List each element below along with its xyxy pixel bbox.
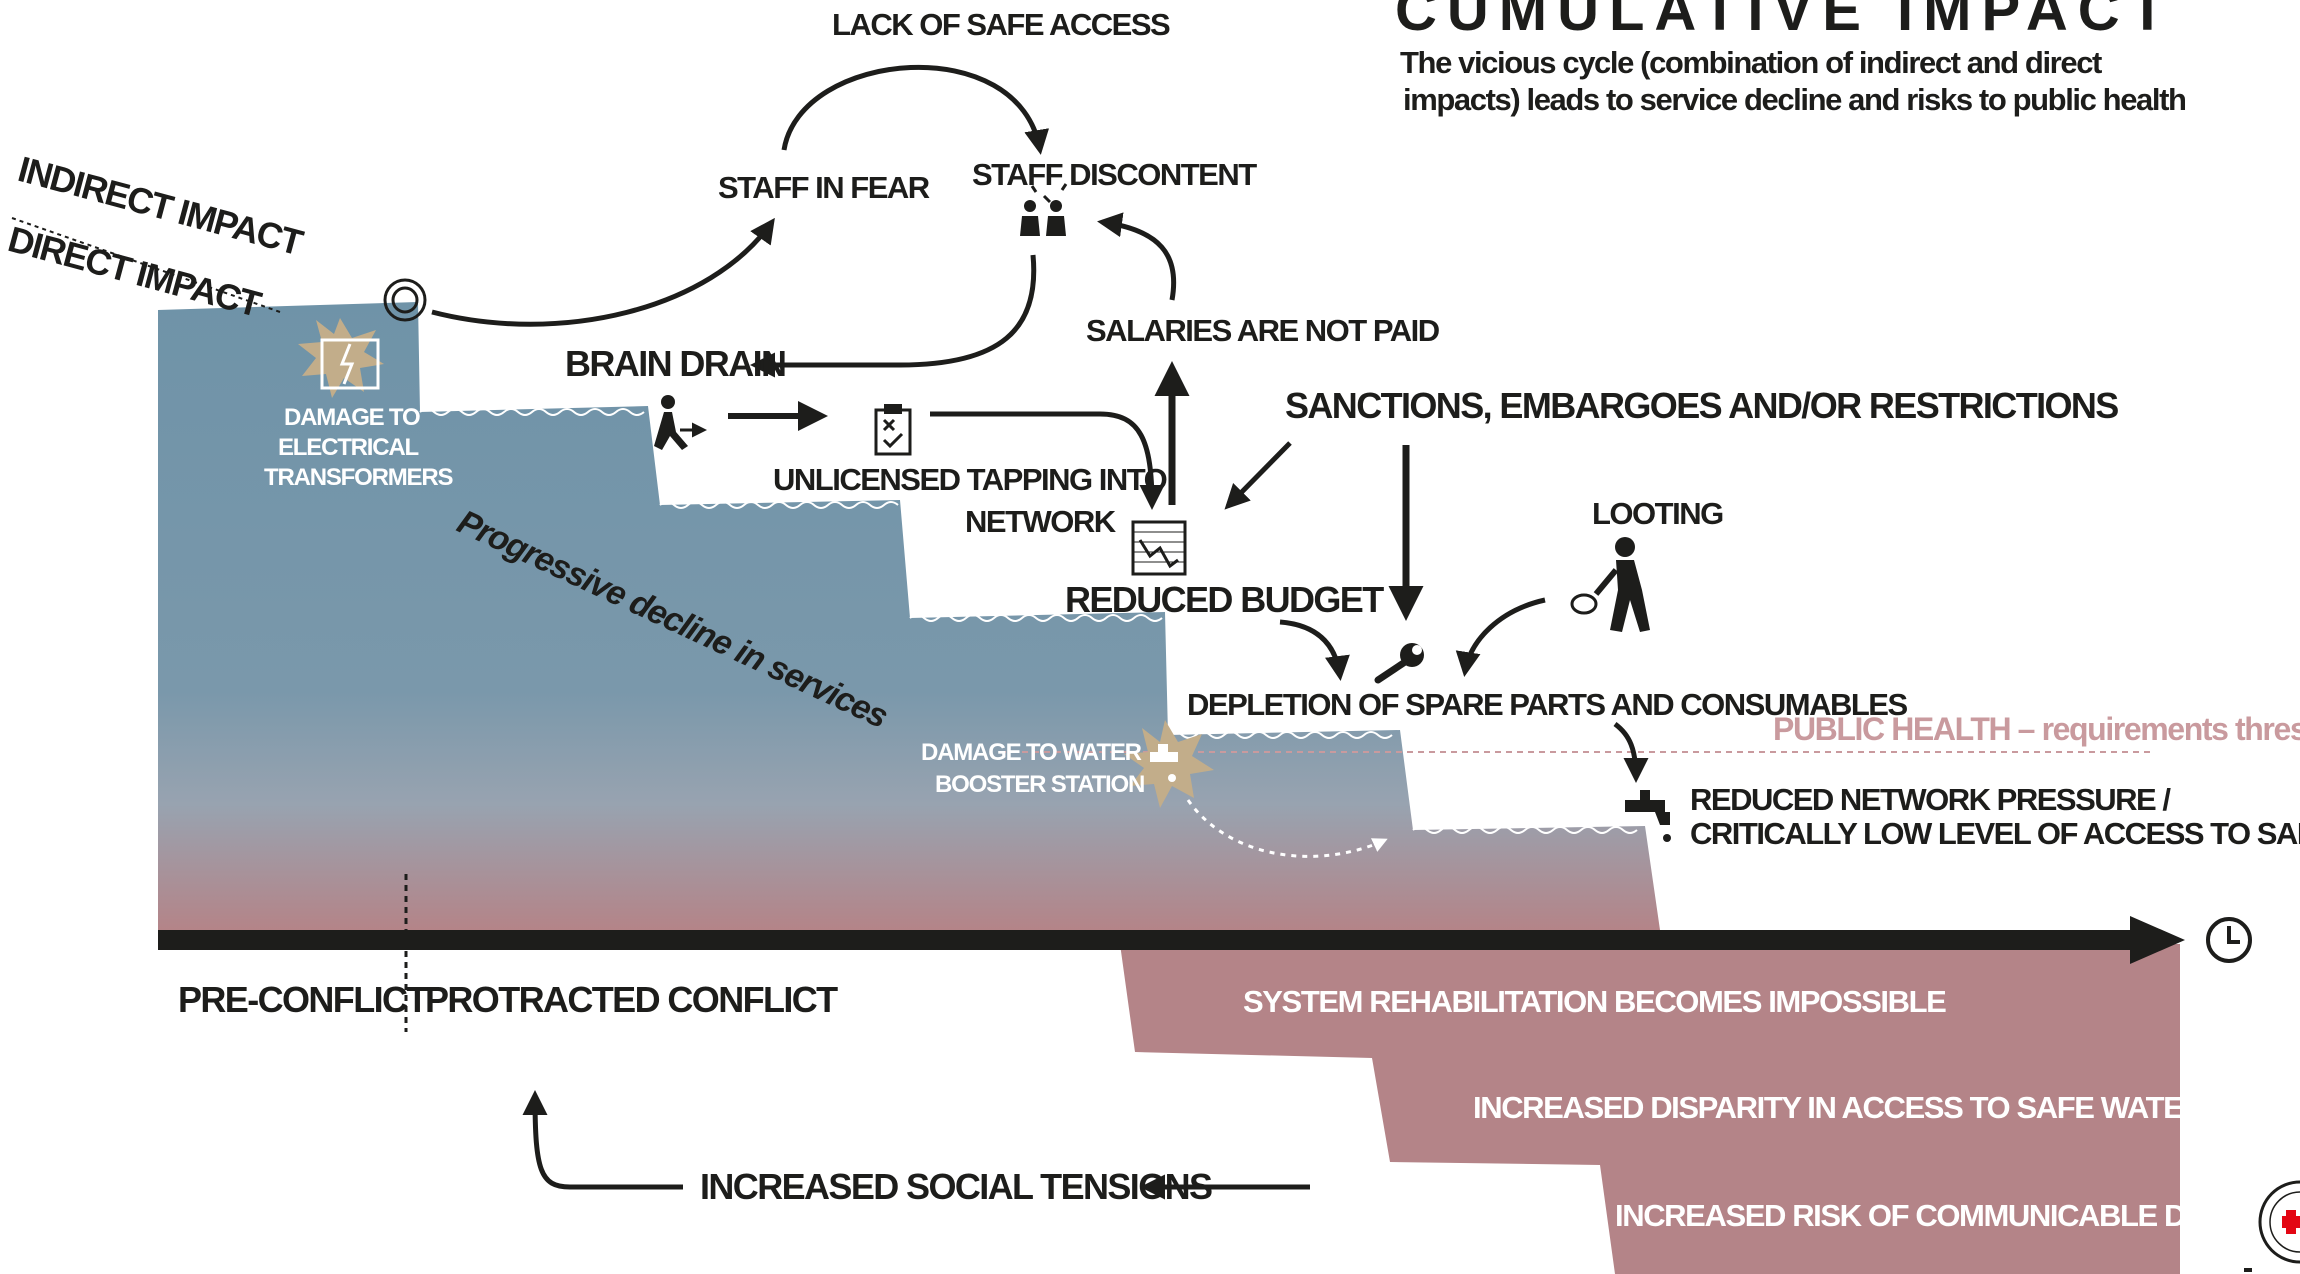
lack-of-safe-access-label: LACK OF SAFE ACCESS (832, 7, 1170, 42)
consequence-disparity: INCREASED DISPARITY IN ACCESS TO SAFE WA… (1473, 1090, 2204, 1125)
arrow-tapping-to-budget (930, 411, 1165, 510)
dotted-arrow-booster (1186, 799, 1388, 858)
damaged-transformer-icon (298, 318, 384, 398)
protest-icon (1020, 183, 1068, 236)
damage-water-line2: BOOSTER STATION (935, 771, 1144, 798)
target-marker-icon (383, 278, 427, 322)
looting-label: LOOTING (1592, 496, 1723, 531)
subtitle-line1: The vicious cycle (combination of indire… (1400, 45, 2102, 80)
chart-decline-icon (1131, 520, 1187, 576)
clipboard-icon (874, 404, 912, 456)
pre-conflict-label: PRE-CONFLICT (178, 979, 428, 1020)
arrow-depletion-to-pressure (1613, 721, 1649, 783)
consequence-rehabilitation: SYSTEM REHABILITATION BECOMES IMPOSSIBLE (1243, 984, 1946, 1019)
arrow-budget-to-depletion (1279, 619, 1350, 681)
public-health-threshold-label: PUBLIC HEALTH – requirements threshold (1773, 711, 2300, 747)
arrow-sanctions-to-budget (1224, 441, 1292, 510)
faucet-icon (1625, 790, 1671, 842)
subtitle-line2: impacts) leads to service decline and ri… (1403, 82, 2186, 117)
time-axis-arrowhead (2130, 916, 2185, 964)
damage-electrical-line1: DAMAGE TO (284, 404, 420, 431)
damage-electrical-line2: ELECTRICAL (278, 434, 419, 461)
brain-drain-label: BRAIN DRAIN (565, 343, 785, 384)
reduced-budget-label: REDUCED BUDGET (1065, 579, 1384, 620)
damage-electrical-line3: TRANSFORMERS (264, 464, 453, 491)
protracted-conflict-label: PROTRACTED CONFLICT (425, 979, 838, 1020)
arrow-salaries-to-discontent (1097, 212, 1177, 301)
staff-discontent-label: STAFF DISCONTENT (972, 157, 1257, 192)
arrow-discontent-to-braindrain (750, 254, 1037, 378)
walking-person-icon (654, 395, 707, 450)
arrow-fear-to-discontent (781, 65, 1050, 155)
clock-icon (2206, 917, 2252, 963)
salaries-not-paid-label: SALARIES ARE NOT PAID (1086, 313, 1440, 348)
water-surface-waves (419, 408, 1638, 834)
sanctions-label: SANCTIONS, EMBARGOES AND/OR RESTRICTIONS (1285, 385, 2118, 426)
damaged-booster-station-icon (1124, 720, 1214, 808)
service-level-area (158, 302, 1660, 930)
reduced-pressure-line1: REDUCED NETWORK PRESSURE / (1690, 782, 2171, 817)
damage-water-line1: DAMAGE TO WATER (921, 739, 1142, 766)
consequence-disease: INCREASED RISK OF COMMUNICABLE DISEASES (1615, 1198, 2300, 1233)
reduced-pressure-line2: CRITICALLY LOW LEVEL OF ACCESS TO SAFE W… (1690, 816, 2300, 851)
looter-icon (1570, 537, 1650, 632)
page-title: CUMULATIVE IMPACT (1395, 0, 2175, 43)
unlicensed-tapping-line2: NETWORK (965, 504, 1117, 539)
social-tensions-label: INCREASED SOCIAL TENSIONS (700, 1166, 1212, 1207)
arrow-looting-to-depletion (1455, 597, 1546, 677)
icrc-logo (2244, 1180, 2300, 1272)
wrench-icon (1374, 643, 1424, 684)
unlicensed-tapping-line1: UNLICENSED TAPPING INTO (773, 462, 1167, 497)
depletion-label: DEPLETION OF SPARE PARTS AND CONSUMABLES (1187, 687, 1907, 722)
consequences-area (1120, 944, 2180, 1274)
arrow-start-to-fear (431, 217, 775, 327)
staff-in-fear-label: STAFF IN FEAR (718, 170, 930, 205)
arrow-tensions-to-conflict (522, 1090, 683, 1190)
